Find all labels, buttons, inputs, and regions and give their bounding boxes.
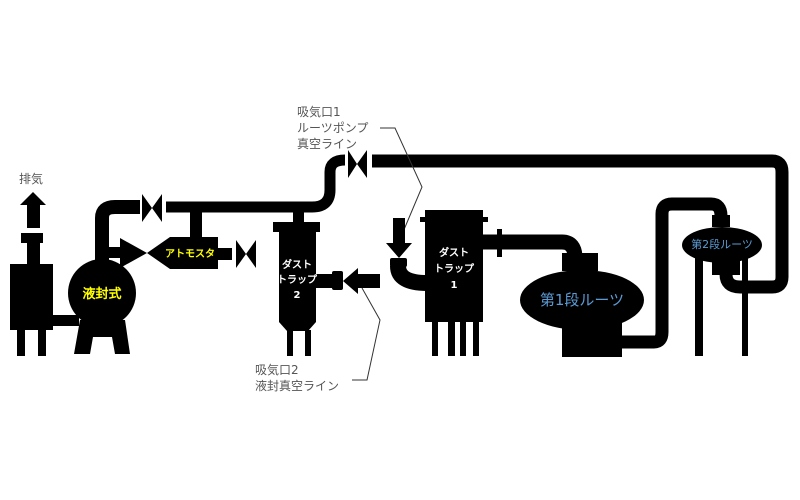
pump-to-valve-pipe [95, 200, 140, 262]
liquid-ring-pump-label: 液封式 [82, 286, 121, 302]
trap-to-roots1-pipe [483, 234, 583, 259]
exhaust-label: 排気 [19, 171, 43, 186]
inlet-2-label-line2: 液封真空ライン [255, 378, 339, 393]
flow-arrow-icon [120, 238, 147, 268]
roots-return-pipe [372, 154, 789, 294]
inlet-1-label-line3: 真空ライン [297, 137, 357, 151]
inlet-2-arrow-icon [343, 268, 380, 294]
silencer [10, 233, 79, 356]
atmostat-label: アトモスタ [165, 248, 215, 260]
dust-trap-1-label-line2: トラップ [434, 262, 475, 275]
atmostat [147, 237, 232, 269]
roots-pump-1-label: 第1段ルーツ [540, 291, 624, 309]
dust-trap-2-label-line3: 2 [294, 290, 301, 301]
inlet-1-label-line2: ルーツポンプ [297, 121, 368, 135]
dust-trap-2 [273, 210, 343, 356]
dust-trap-1-label-line1: ダスト [439, 246, 469, 259]
roots1-to-roots2-pipe [620, 197, 728, 349]
gate-valve-icon [348, 150, 367, 178]
roots-pump-1 [520, 253, 644, 357]
atmostat-feed-pipe [108, 247, 122, 258]
inlet-1-leader-line [380, 127, 423, 233]
inlet-1-label-line1: 吸気口1 [297, 104, 341, 119]
roots-pump-2-label: 第2段ルーツ [691, 237, 753, 251]
inlet-1-elbow [390, 265, 428, 291]
roots-pump-2 [682, 215, 762, 356]
inlet-1-arrow-icon [386, 218, 412, 258]
exhaust-arrow-icon [20, 192, 46, 228]
dust-trap-1-label-line3: 1 [451, 280, 458, 291]
atmostat-branch [190, 210, 202, 238]
main-suction-pipe [166, 154, 346, 213]
pipe-flange [497, 229, 502, 257]
inlet-2-leader-line [352, 287, 381, 381]
dust-trap-1 [420, 210, 488, 356]
inlet-2-label-line1: 吸気口2 [255, 362, 299, 377]
liquid-ring-pump [68, 259, 136, 354]
gate-valve-icon [142, 194, 162, 222]
dust-trap-2-label-line1: ダスト [282, 258, 312, 271]
inlet-1-flange [390, 258, 407, 267]
dust-trap-2-label-line2: トラップ [277, 273, 318, 286]
gate-valve-icon [236, 240, 256, 268]
